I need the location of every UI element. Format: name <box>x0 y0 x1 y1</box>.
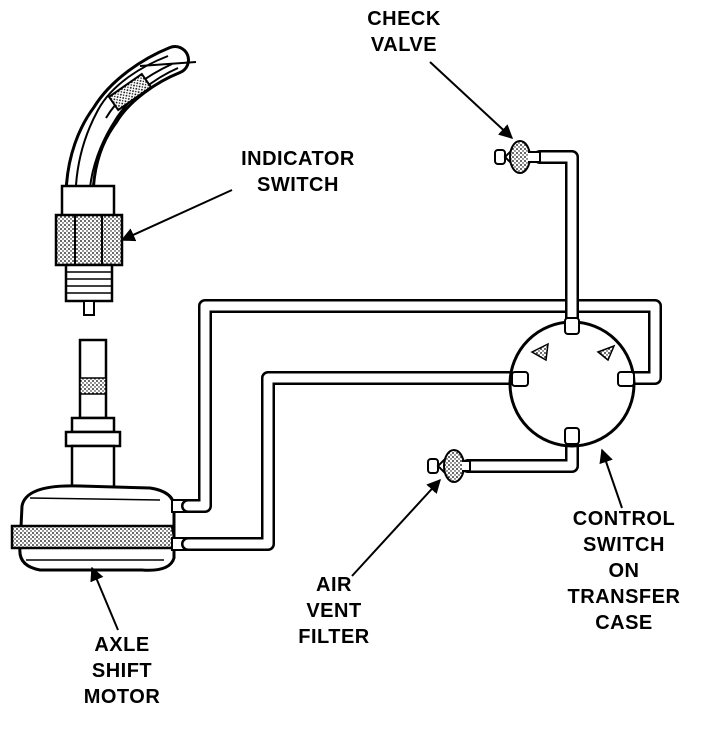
label-line: CONTROL <box>572 508 676 530</box>
label-line: AIR <box>316 574 352 596</box>
air-vent-filter <box>427 449 471 483</box>
axle-shift-motor <box>10 484 189 572</box>
check-valve-leader <box>429 61 514 139</box>
label-line: SWITCH <box>257 174 339 196</box>
check-valve-label: CHECK VALVE <box>362 6 446 58</box>
leader-lines <box>90 61 623 631</box>
label-line: FILTER <box>298 626 370 648</box>
label-line: TRANSFER <box>567 586 681 608</box>
indicator-switch-leader <box>120 189 233 242</box>
label-line: CHECK <box>367 8 441 30</box>
control-switch-leader <box>599 448 623 509</box>
axle-shift-motor-leader <box>90 566 119 631</box>
check-valve <box>494 140 541 174</box>
label-line: AXLE <box>94 634 150 656</box>
indicator-switch <box>54 184 124 316</box>
label-line: INDICATOR <box>241 148 355 170</box>
label-line: MOTOR <box>83 686 161 708</box>
control-switch-label: CONTROL SWITCH ON TRANSFER CASE <box>556 506 692 636</box>
axle-shift-motor-label: AXLE SHIFT MOTOR <box>70 632 174 710</box>
wiring-harness <box>65 45 197 200</box>
indicator-switch-label: INDICATOR SWITCH <box>228 146 368 198</box>
label-line: SWITCH <box>583 534 665 556</box>
label-line: VALVE <box>370 34 438 56</box>
label-line: ON <box>608 560 640 582</box>
label-line: VENT <box>306 600 362 622</box>
label-line: SHIFT <box>91 660 153 682</box>
control-switch <box>508 317 636 448</box>
air-vent-filter-leader <box>351 478 441 577</box>
air-vent-filter-label: AIR VENT FILTER <box>292 572 376 650</box>
motor-shaft <box>64 338 122 490</box>
label-line: CASE <box>595 612 653 634</box>
vacuum-tubes <box>181 150 662 551</box>
